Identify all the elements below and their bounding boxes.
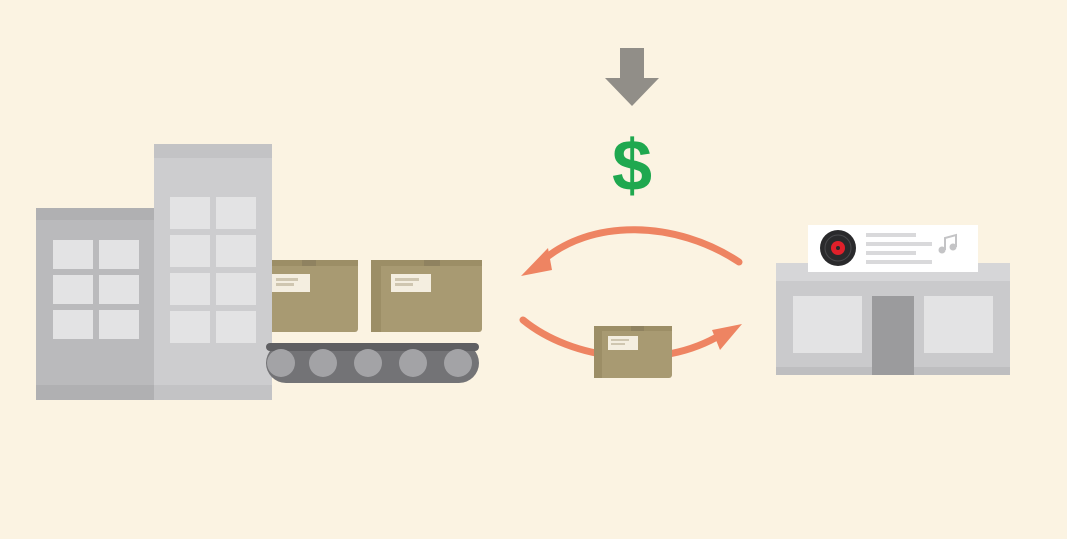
vinyl-record-icon [820,230,856,266]
conveyor-belt-icon [266,343,479,383]
box-icon [260,260,358,332]
flow-arrow-to-factory [521,226,743,276]
box-icon [594,326,672,378]
factory-icon [36,144,272,400]
record-store-icon [776,263,1010,375]
store-sign [808,225,978,272]
box-icon [371,260,482,332]
music-note-icon [938,233,957,254]
dollar-icon: $ [611,126,653,206]
down-arrow-icon [605,48,659,106]
